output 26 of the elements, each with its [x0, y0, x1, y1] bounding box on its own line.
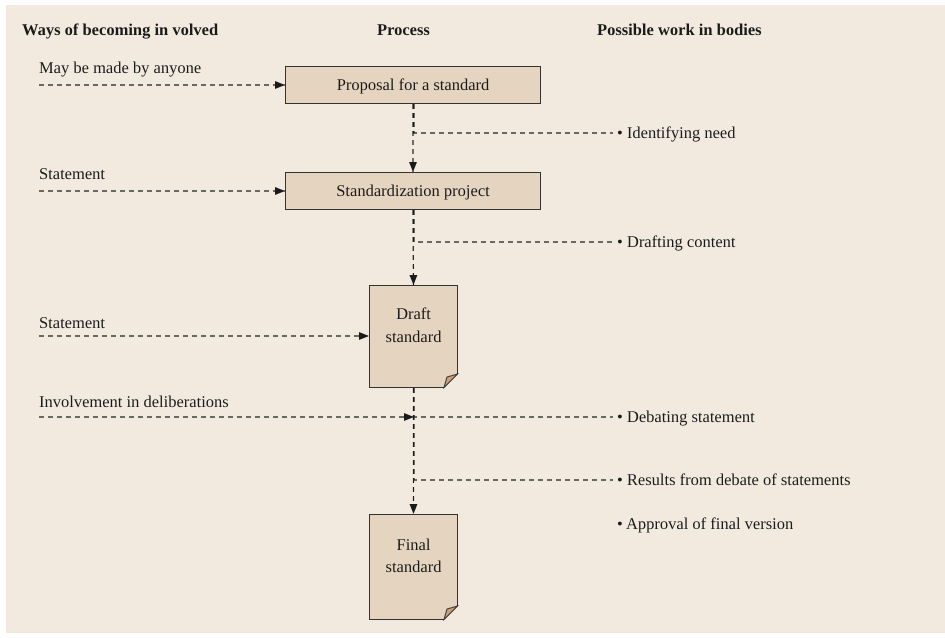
input-text: Involvement in deliberations: [39, 392, 339, 417]
arrow: [39, 187, 285, 195]
input-text: Statement: [39, 164, 239, 191]
arrow: [409, 210, 418, 285]
document-shape: Draft standard: [369, 285, 458, 388]
column-heading: Possible work in bodies: [597, 20, 762, 40]
activity-text: • Debating statement: [617, 407, 837, 427]
arrow: [410, 388, 418, 514]
process-box: Standardization project: [285, 172, 541, 210]
process-box: Proposal for a standard: [285, 66, 541, 104]
column-heading: Ways of becoming in volved: [22, 20, 218, 40]
column-heading: Process: [377, 20, 430, 40]
connector-line: [413, 104, 613, 134]
input-text: Statement: [39, 313, 239, 336]
connector-line: [413, 388, 613, 481]
activity-text: • Drafting content: [617, 232, 817, 252]
arrow: [39, 332, 369, 340]
arrow: [39, 81, 285, 89]
activity-text: • Approval of final version: [617, 514, 794, 534]
activity-text: • Identifying need: [617, 123, 817, 143]
arrow: [39, 413, 414, 421]
arrow: [409, 104, 417, 172]
activity-text: • Results from debate of statements: [617, 470, 943, 490]
connector-line: [413, 210, 613, 243]
input-text: May be made by anyone: [39, 58, 279, 85]
document-shape: Final standard: [369, 514, 458, 620]
